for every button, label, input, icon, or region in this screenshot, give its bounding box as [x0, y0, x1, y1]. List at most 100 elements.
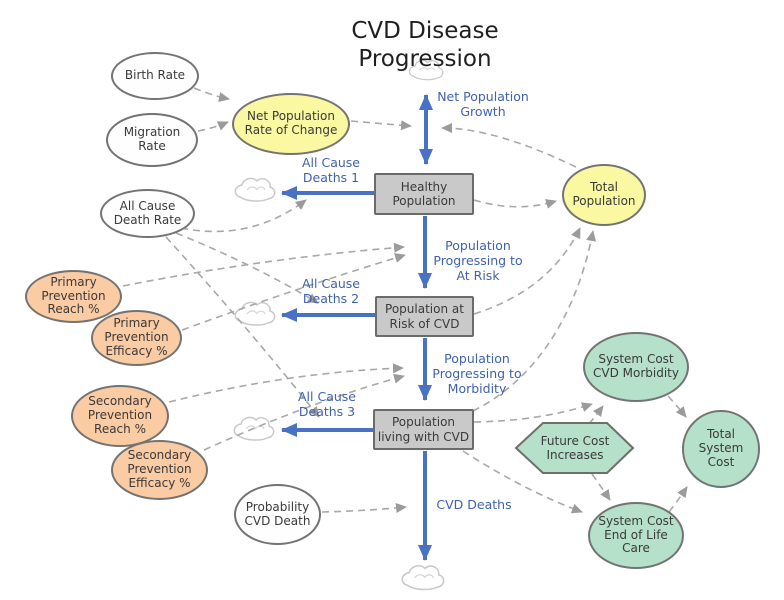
- node-label: System: [698, 441, 744, 456]
- flow-label-all-cause-deaths-2: All Cause Deaths 2: [288, 276, 374, 306]
- flow-label-line: All Cause: [298, 389, 356, 404]
- node-net-population-rate-of-change[interactable]: Net Population Rate of Change: [232, 93, 350, 155]
- connector-costeol-totalcost: [668, 486, 688, 513]
- flow-label-all-cause-deaths-3: All Cause Deaths 3: [284, 389, 370, 419]
- node-system-cost-end-of-life-care[interactable]: System Cost End of Life Care: [588, 502, 684, 569]
- connector-probability-cvddeathsvalve: [321, 502, 407, 513]
- connector-costmorbidity-totalcost: [667, 395, 687, 418]
- connector-futurecost-costmorbidity: [588, 405, 604, 425]
- cloud-icon: [401, 565, 445, 591]
- flow-label-line: At Risk: [456, 268, 500, 283]
- connector-primaryreach-atriskvalve: [122, 242, 405, 287]
- node-label: Prevention: [41, 288, 106, 303]
- node-label: Total: [589, 180, 619, 195]
- node-probability-cvd-death[interactable]: Probability CVD Death: [234, 484, 321, 545]
- stock-label: living with CVD: [377, 429, 470, 444]
- node-label: Rate of Change: [244, 123, 338, 137]
- node-label: Care: [622, 541, 650, 556]
- node-label: Efficacy %: [128, 475, 191, 490]
- node-primary-prevention-efficacy[interactable]: Primary Prevention Efficacy %: [91, 310, 182, 366]
- connector-secondaryefficacy-morbidityvalve: [203, 373, 405, 451]
- flow-label-all-cause-deaths-1: All Cause Deaths 1: [288, 155, 374, 185]
- flow-label-line: Net Population: [437, 89, 529, 104]
- node-label: Reach %: [47, 302, 100, 317]
- node-label: Total: [706, 427, 736, 442]
- node-label: Migration: [123, 125, 181, 140]
- node-label: Prevention: [127, 462, 192, 477]
- flow-label-line: Deaths 3: [298, 404, 356, 419]
- flow-label-line: Deaths 2: [302, 291, 360, 306]
- node-label: Birth Rate: [124, 68, 186, 83]
- node-future-cost-increases-shape[interactable]: [514, 422, 635, 474]
- title-line: CVD Disease: [351, 18, 499, 44]
- stock-label: Healthy: [400, 179, 448, 194]
- connector-totalpop-growthvalve: [441, 123, 577, 168]
- connector-livingcvd-totalpop: [472, 230, 597, 412]
- node-migration-rate[interactable]: Migration Rate: [106, 113, 198, 167]
- node-label: Prevention: [104, 330, 169, 345]
- node-label: Cost: [707, 454, 735, 469]
- flow-label-line: Morbidity: [447, 381, 507, 396]
- cloud-icon: [234, 177, 276, 202]
- flow-label-line: Progressing to: [433, 253, 523, 268]
- stock-healthy-population[interactable]: Healthy Population: [374, 173, 474, 215]
- node-system-cost-cvd-morbidity[interactable]: System Cost CVD Morbidity: [583, 332, 689, 402]
- stock-label: Population: [391, 415, 456, 430]
- node-label: Secondary: [127, 448, 192, 463]
- connector-atrisk-totalpop: [473, 227, 581, 315]
- connector-secondaryreach-morbidityvalve: [168, 363, 404, 403]
- node-label: System Cost: [598, 352, 674, 367]
- stock-population-at-risk[interactable]: Population at Risk of CVD: [375, 296, 474, 337]
- node-secondary-prevention-efficacy[interactable]: Secondary Prevention Efficacy %: [111, 440, 208, 500]
- flow-label-line: All Cause: [302, 276, 360, 291]
- node-total-system-cost[interactable]: Total System Cost: [682, 410, 760, 488]
- flow-label-cvd-deaths: CVD Deaths: [434, 497, 514, 512]
- flow-label-line: CVD Deaths: [436, 497, 512, 512]
- node-label: CVD Morbidity: [593, 366, 679, 380]
- flow-label-line: Progressing to: [432, 366, 522, 381]
- node-label: Increases: [546, 448, 604, 462]
- connector-migration-netpoprate: [197, 121, 229, 132]
- node-future-cost-increases[interactable]: Future Cost Increases: [518, 426, 632, 470]
- stock-population-living-with-cvd[interactable]: Population living with CVD: [373, 409, 474, 450]
- flow-label-line: All Cause: [302, 155, 360, 170]
- node-label: All Cause: [119, 198, 176, 213]
- flow-label-line: Population: [445, 238, 511, 253]
- node-label: End of Life: [604, 527, 668, 542]
- flow-label-progressing-to-morbidity: Population Progressing to Morbidity: [427, 351, 527, 396]
- node-label: Net Population: [247, 109, 335, 124]
- connector-primaryefficacy-atriskvalve: [181, 253, 406, 331]
- page-title: CVD Disease Progression: [300, 17, 550, 73]
- flow-label-line: Deaths 1: [302, 170, 360, 185]
- node-label: Future Cost: [540, 433, 610, 448]
- stock-label: Risk of CVD: [389, 316, 460, 331]
- connector-livingcvd-costmorbidity: [473, 402, 593, 423]
- stock-label: Population: [392, 194, 456, 208]
- connector-deathrate-acd3: [165, 236, 320, 418]
- flow-label-line: Population: [444, 351, 510, 366]
- connector-deathrate-acd1: [180, 199, 307, 233]
- node-label: Efficacy %: [105, 343, 168, 358]
- title-line: Progression: [358, 46, 492, 73]
- flow-label-net-population-growth: Net Population Growth: [431, 89, 535, 119]
- node-secondary-prevention-reach[interactable]: Secondary Prevention Reach %: [71, 385, 169, 447]
- node-label: Probability: [245, 499, 310, 514]
- node-birth-rate[interactable]: Birth Rate: [111, 52, 199, 100]
- node-label: Population: [572, 194, 636, 208]
- node-label: Primary: [50, 274, 97, 289]
- node-label: Primary: [113, 316, 160, 331]
- node-label: Prevention: [87, 408, 153, 423]
- node-total-population[interactable]: Total Population: [562, 164, 646, 226]
- flow-label-line: Growth: [460, 104, 506, 119]
- node-label: Secondary: [88, 394, 152, 409]
- node-primary-prevention-reach[interactable]: Primary Prevention Reach %: [25, 270, 122, 323]
- flow-label-progressing-to-at-risk: Population Progressing to At Risk: [428, 238, 528, 283]
- connector-healthy-totalpop: [473, 199, 557, 209]
- node-all-cause-death-rate[interactable]: All Cause Death Rate: [100, 189, 195, 238]
- connector-netpoprate-growthvalve: [350, 120, 412, 131]
- connector-futurecost-costeol: [591, 473, 611, 501]
- node-label: Reach %: [94, 421, 146, 436]
- node-label: Rate: [138, 139, 166, 153]
- stock-label: Population at: [385, 302, 464, 317]
